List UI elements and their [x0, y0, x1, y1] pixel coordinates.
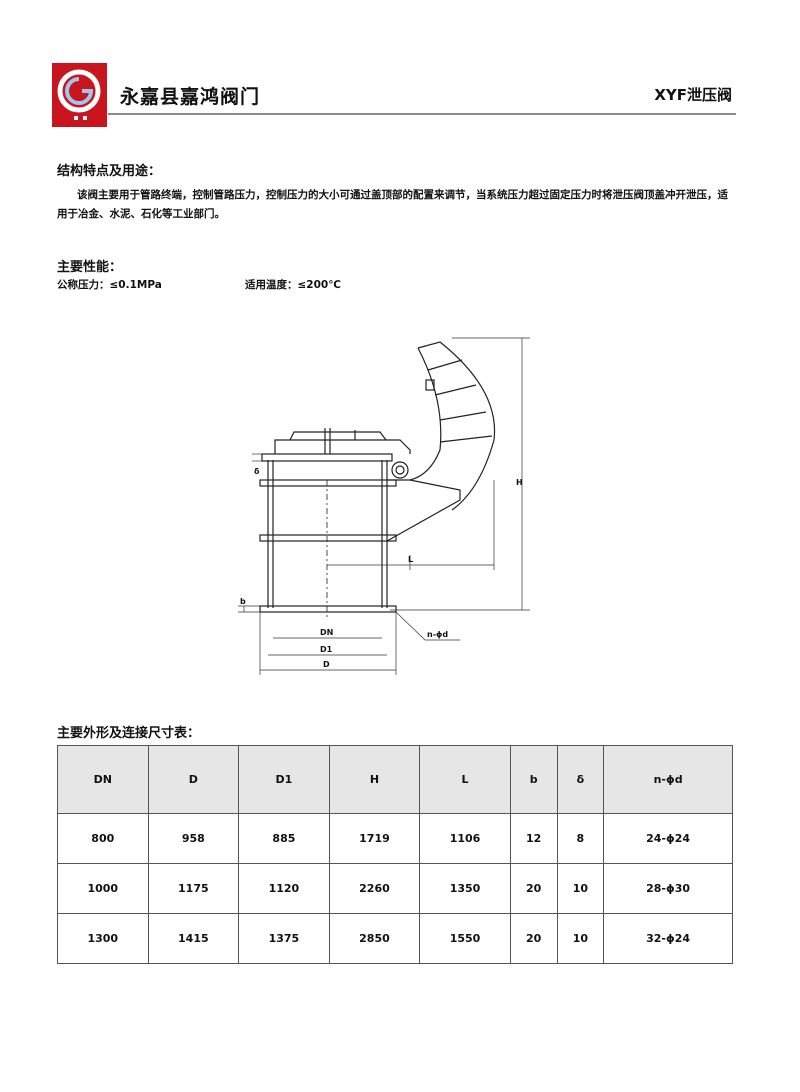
dim-label-dn: DN: [320, 628, 333, 637]
dim-label-l: L: [408, 555, 413, 564]
table-cell: 1719: [328, 813, 421, 864]
table-cell: 1175: [147, 863, 240, 914]
product-name: XYF泄压阀: [654, 86, 732, 104]
table-cell: 1120: [238, 863, 330, 914]
table-header-row: DN D D1 H L b δ n-ϕd: [57, 745, 733, 814]
dimensions-table: DN D D1 H L b δ n-ϕd 800 958 885 1719 11…: [57, 745, 733, 964]
col-header: L: [419, 745, 511, 814]
dim-label-bolts: n-ϕd: [427, 630, 448, 639]
dim-label-delta: δ: [254, 467, 260, 476]
valve-drawing: H L b δ DN D1 D n-ϕd: [230, 330, 550, 690]
table-cell: 2260: [328, 863, 421, 914]
table-cell: 1415: [147, 913, 240, 964]
table-cell: 8: [556, 813, 605, 864]
col-header: D1: [238, 745, 330, 814]
company-name: 永嘉县嘉鸿阀门: [120, 86, 261, 108]
table-cell: 800: [57, 813, 149, 864]
col-header: D: [147, 745, 240, 814]
features-title: 结构特点及用途：: [57, 164, 162, 179]
table-cell: 1375: [238, 913, 330, 964]
dim-label-h: H: [516, 478, 523, 487]
table-row: 800 958 885 1719 1106 12 8 24-ϕ24: [57, 813, 733, 864]
table-cell: 1000: [57, 863, 149, 914]
col-header: DN: [57, 745, 149, 814]
header-divider: [108, 113, 736, 115]
dim-label-d: D: [323, 660, 330, 669]
table-cell: 24-ϕ24: [603, 813, 733, 864]
dim-label-b: b: [240, 597, 246, 606]
table-cell: 20: [509, 913, 558, 964]
table-cell: 1106: [419, 813, 511, 864]
table-cell: 12: [509, 813, 558, 864]
col-header: δ: [556, 745, 605, 814]
col-header: H: [328, 745, 421, 814]
table-cell: 10: [556, 913, 605, 964]
col-header: b: [509, 745, 558, 814]
col-header: n-ϕd: [603, 745, 733, 814]
table-cell: 2850: [328, 913, 421, 964]
table-row: 1000 1175 1120 2260 1350 20 10 28-ϕ30: [57, 863, 733, 914]
features-text: 该阀主要用于管路终端，控制管路压力，控制压力的大小可通过盖顶部的配置来调节，当系…: [57, 189, 728, 220]
table-cell: 28-ϕ30: [603, 863, 733, 914]
table-cell: 20: [509, 863, 558, 914]
performance-title: 主要性能：: [57, 260, 123, 275]
table-cell: 1550: [419, 913, 511, 964]
table-row: 1300 1415 1375 2850 1550 20 10 32-ϕ24: [57, 913, 733, 964]
table-cell: 1300: [57, 913, 149, 964]
dim-label-d1: D1: [320, 645, 333, 654]
table-cell: 1350: [419, 863, 511, 914]
table-title: 主要外形及连接尺寸表：: [57, 726, 201, 741]
table-cell: 10: [556, 863, 605, 914]
table-cell: 958: [147, 813, 240, 864]
company-logo: [52, 63, 107, 127]
table-cell: 32-ϕ24: [603, 913, 733, 964]
page-header: 永嘉县嘉鸿阀门 XYF泄压阀: [0, 0, 800, 130]
operating-temperature: 适用温度：≤200℃: [245, 279, 341, 291]
table-cell: 885: [238, 813, 330, 864]
nominal-pressure: 公称压力：≤0.1MPa: [57, 279, 162, 291]
